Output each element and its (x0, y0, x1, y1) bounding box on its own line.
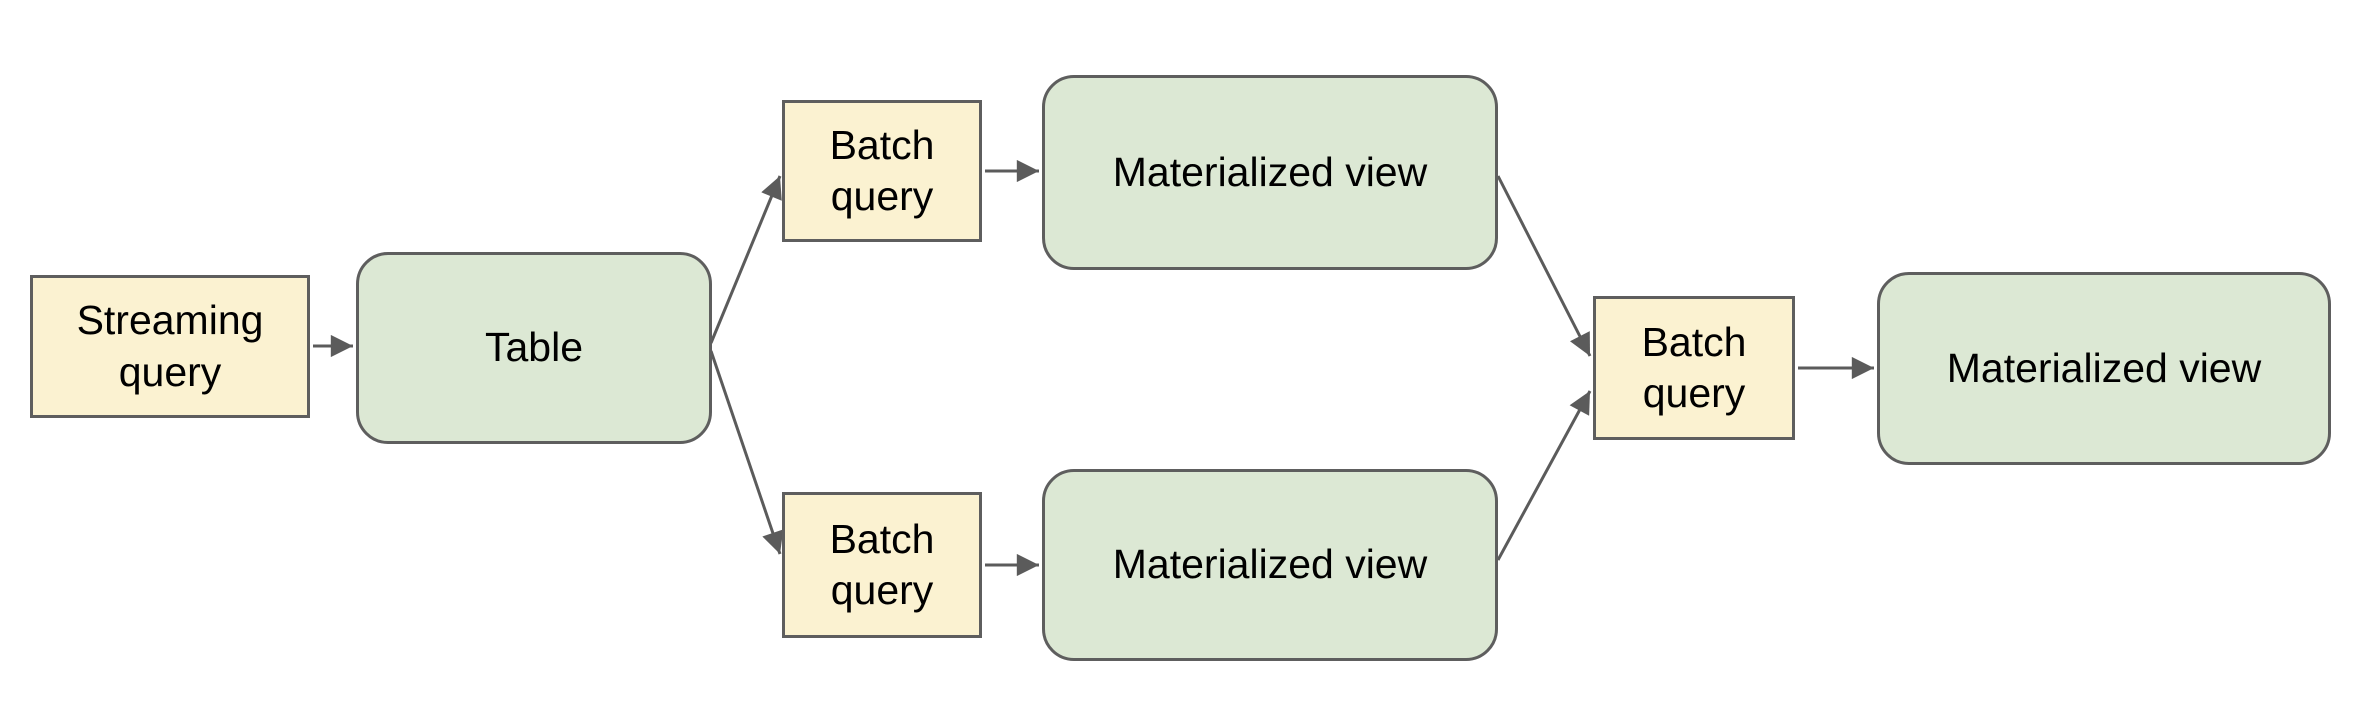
node-streaming-query-label: Streaming query (76, 297, 264, 395)
node-materialized-view-top-label: Materialized view (1112, 148, 1428, 195)
node-batch-query-right: Batch query (1593, 296, 1795, 440)
node-materialized-view-bottom-label: Materialized view (1112, 541, 1428, 588)
node-batch-query-bottom-label: Batch query (829, 515, 935, 613)
node-batch-query-top: Batch query (782, 100, 982, 242)
node-table: Table (356, 252, 712, 444)
edge-table-to-batch-query-bottom (709, 350, 784, 555)
node-materialized-view-right: Materialized view (1877, 272, 2331, 465)
edge-table-to-batch-query-top (709, 175, 782, 344)
node-batch-query-right-label: Batch query (1641, 318, 1747, 416)
edge-materialized-view-top-to-batch-query-right (1496, 175, 1592, 357)
node-materialized-view-bottom: Materialized view (1042, 469, 1498, 661)
edge-materialized-view-bottom-to-batch-query-right (1496, 390, 1592, 561)
node-materialized-view-right-label: Materialized view (1946, 344, 2262, 391)
node-table-label: Table (484, 324, 583, 371)
node-materialized-view-top: Materialized view (1042, 75, 1498, 270)
node-streaming-query: Streaming query (30, 275, 310, 418)
node-batch-query-top-label: Batch query (829, 121, 935, 219)
node-batch-query-bottom: Batch query (782, 492, 982, 638)
